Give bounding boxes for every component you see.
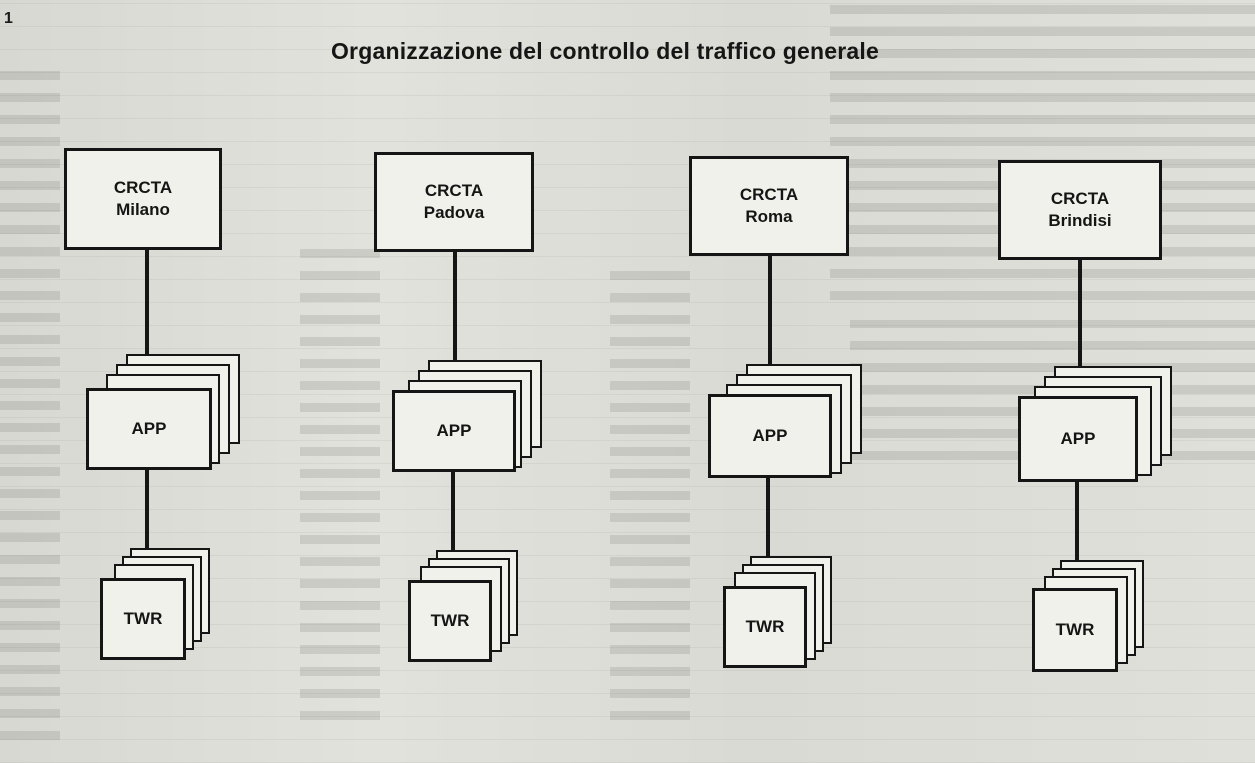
- twr-label: TWR: [123, 609, 163, 628]
- app-box-milano: APP: [86, 388, 212, 470]
- diagram-title: Organizzazione del controllo del traffic…: [330, 38, 880, 64]
- crcta-city-label: Roma: [745, 207, 793, 226]
- twr-box-roma: TWR: [723, 586, 807, 668]
- bleed-through-text: [0, 60, 60, 740]
- connector-line: [451, 472, 455, 582]
- crcta-label: CRCTA: [424, 181, 484, 200]
- app-label: APP: [1060, 429, 1096, 448]
- twr-box-milano: TWR: [100, 578, 186, 660]
- twr-label: TWR: [1055, 620, 1095, 639]
- bleed-through-text: [610, 260, 690, 720]
- connector-line: [145, 470, 149, 580]
- twr-label: TWR: [430, 611, 470, 630]
- app-label: APP: [131, 419, 167, 438]
- crcta-label: CRCTA: [113, 178, 173, 197]
- crcta-box-milano: CRCTA Milano: [64, 148, 222, 250]
- app-label: APP: [752, 426, 788, 445]
- crcta-city-label: Padova: [423, 203, 485, 222]
- crcta-box-roma: CRCTA Roma: [689, 156, 849, 256]
- app-label: APP: [436, 421, 472, 440]
- twr-box-brindisi: TWR: [1032, 588, 1118, 672]
- crcta-city-label: Milano: [116, 200, 170, 219]
- connector-line: [768, 256, 772, 396]
- crcta-box-brindisi: CRCTA Brindisi: [998, 160, 1162, 260]
- crcta-label: CRCTA: [739, 185, 799, 204]
- app-box-roma: APP: [708, 394, 832, 478]
- connector-line: [145, 250, 149, 390]
- twr-box-padova: TWR: [408, 580, 492, 662]
- connector-line: [1075, 482, 1079, 590]
- connector-line: [453, 252, 457, 392]
- page-number: 1: [4, 10, 13, 27]
- app-box-brindisi: APP: [1018, 396, 1138, 482]
- bleed-through-text: [300, 240, 380, 720]
- connector-line: [766, 478, 770, 586]
- twr-label: TWR: [745, 617, 785, 636]
- app-box-padova: APP: [392, 390, 516, 472]
- crcta-label: CRCTA: [1050, 189, 1110, 208]
- connector-line: [1078, 260, 1082, 400]
- crcta-city-label: Brindisi: [1048, 211, 1112, 230]
- crcta-box-padova: CRCTA Padova: [374, 152, 534, 252]
